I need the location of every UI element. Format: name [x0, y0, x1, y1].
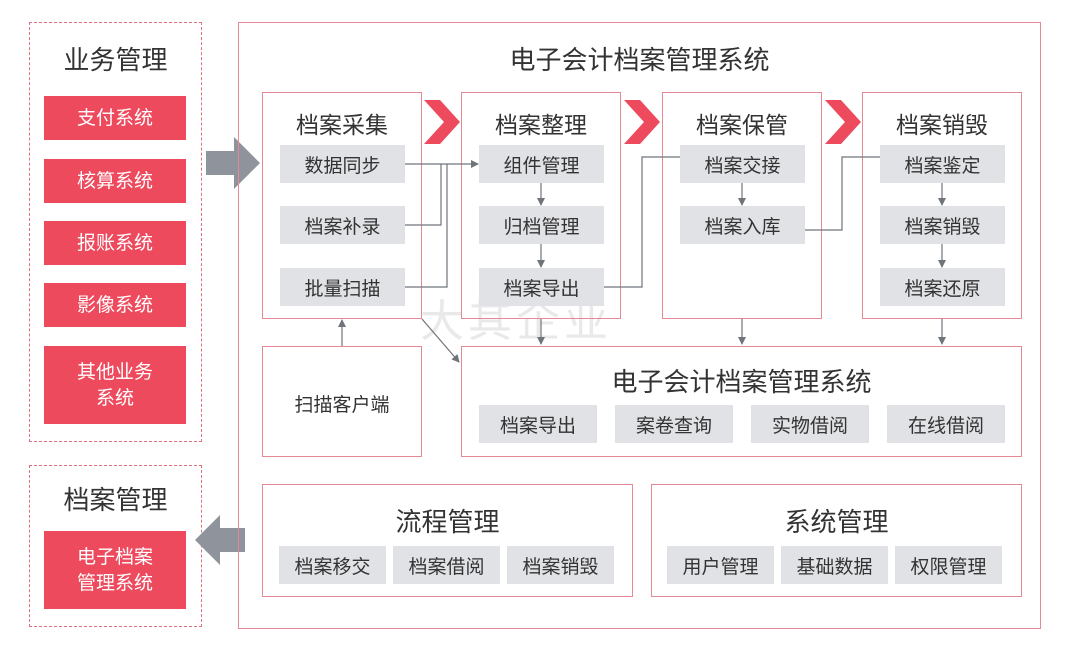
- other-business-system-box: 其他业务 系统: [44, 346, 186, 424]
- stage-collection-title: 档案采集: [296, 113, 388, 139]
- main-system-title: 电子会计档案管理系统: [509, 46, 770, 76]
- stage-collection-box: [262, 92, 422, 319]
- stage-organize-box: [461, 92, 621, 319]
- archive-appraisal-item: 档案鉴定: [880, 145, 1005, 183]
- accounting-system-box: 核算系统: [44, 159, 186, 203]
- image-system-box: 影像系统: [44, 283, 186, 327]
- process-archive-destroy-item: 档案销毁: [507, 546, 614, 584]
- basic-data-item: 基础数据: [781, 546, 888, 584]
- permission-management-item: 权限管理: [895, 546, 1002, 584]
- batch-scan-item: 批量扫描: [280, 268, 405, 306]
- archive-management-title: 档案管理: [63, 486, 168, 516]
- input-arrow-icon: [206, 137, 260, 189]
- physical-borrow-item: 实物借阅: [751, 405, 869, 443]
- stage-storage-title: 档案保管: [696, 113, 788, 139]
- archive-borrow-item: 档案借阅: [393, 546, 500, 584]
- data-sync-item: 数据同步: [280, 145, 405, 183]
- scan-client-box: [262, 346, 422, 457]
- stage-destroy-title: 档案销毁: [896, 113, 988, 139]
- online-borrow-item: 在线借阅: [887, 405, 1005, 443]
- stage-storage-box: [662, 92, 822, 319]
- process-management-box: [262, 484, 633, 597]
- archive-warehousing-item: 档案入库: [680, 206, 805, 244]
- core-system-box: [461, 346, 1022, 457]
- process-management-title: 流程管理: [395, 508, 500, 538]
- archive-supplement-item: 档案补录: [280, 206, 405, 244]
- user-management-item: 用户管理: [667, 546, 774, 584]
- main-system-panel: [238, 22, 1041, 629]
- reimbursement-system-box: 报账系统: [44, 221, 186, 265]
- archive-handover-item: 档案交接: [680, 145, 805, 183]
- system-management-box: [651, 484, 1022, 597]
- sys-archive-export-item: 档案导出: [479, 405, 597, 443]
- e-archive-system-box: 电子档案 管理系统: [44, 531, 186, 609]
- chevron-right-icon: [825, 100, 861, 144]
- scan-client-label: 扫描客户端: [294, 394, 390, 416]
- archive-restore-item: 档案还原: [880, 268, 1005, 306]
- stage-organize-title: 档案整理: [495, 113, 587, 139]
- output-arrow-icon: [195, 515, 245, 565]
- system-management-title: 系统管理: [784, 508, 889, 538]
- archive-transfer-item: 档案移交: [279, 546, 386, 584]
- chevron-right-icon: [424, 100, 460, 144]
- filing-management-item: 归档管理: [479, 206, 604, 244]
- core-system-title: 电子会计档案管理系统: [611, 368, 872, 398]
- payment-system-box: 支付系统: [44, 96, 186, 140]
- archive-destroy-item: 档案销毁: [880, 206, 1005, 244]
- volume-query-item: 案卷查询: [615, 405, 733, 443]
- business-management-title: 业务管理: [63, 46, 168, 76]
- archive-export-item: 档案导出: [479, 268, 604, 306]
- component-management-item: 组件管理: [479, 145, 604, 183]
- stage-destroy-box: [862, 92, 1022, 319]
- business-management-panel: [29, 22, 202, 442]
- chevron-right-icon: [624, 100, 660, 144]
